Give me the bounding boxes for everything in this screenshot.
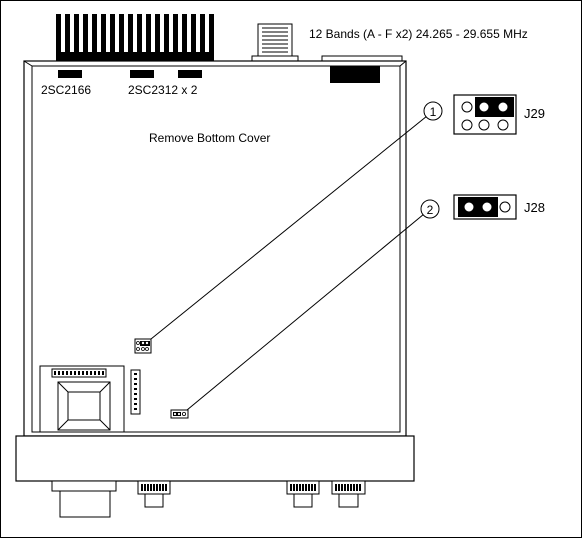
- j28-board-location: [170, 409, 189, 419]
- leader-line-2: [186, 213, 425, 411]
- callout-2: 2: [420, 199, 440, 219]
- transistor-2sc2166: [58, 70, 82, 78]
- j29-board-location: [134, 338, 152, 354]
- heatsink: [56, 14, 214, 62]
- leader-line-1: [150, 115, 428, 340]
- knob-middle: [286, 480, 320, 508]
- knob-left: [137, 480, 171, 508]
- bands-label: 12 Bands (A - F x2) 24.265 - 29.655 MHz: [309, 27, 528, 41]
- j28-detail: [453, 194, 517, 220]
- instruction-text: Remove Bottom Cover: [149, 131, 270, 145]
- antenna-connector: [251, 23, 299, 62]
- transistor-2sc2312-a: [130, 70, 154, 78]
- callout-2-number: 2: [427, 203, 434, 217]
- knob-right: [331, 480, 366, 508]
- j29-label: J29: [524, 106, 545, 121]
- chassis: [23, 60, 407, 437]
- large-component: [330, 66, 380, 83]
- mic-connector: [51, 480, 117, 518]
- transistor-2sc2312-b: [178, 70, 202, 78]
- transistor-label-right: 2SC2312 x 2: [128, 83, 198, 97]
- callout-1: 1: [423, 101, 443, 121]
- front-panel: [15, 435, 415, 482]
- callout-1-number: 1: [430, 105, 437, 119]
- j29-detail: [453, 94, 517, 135]
- transistor-label-left: 2SC2166: [41, 83, 91, 97]
- j28-label: J28: [524, 200, 545, 215]
- vertical-header: [130, 369, 141, 415]
- sub-board: [39, 365, 125, 433]
